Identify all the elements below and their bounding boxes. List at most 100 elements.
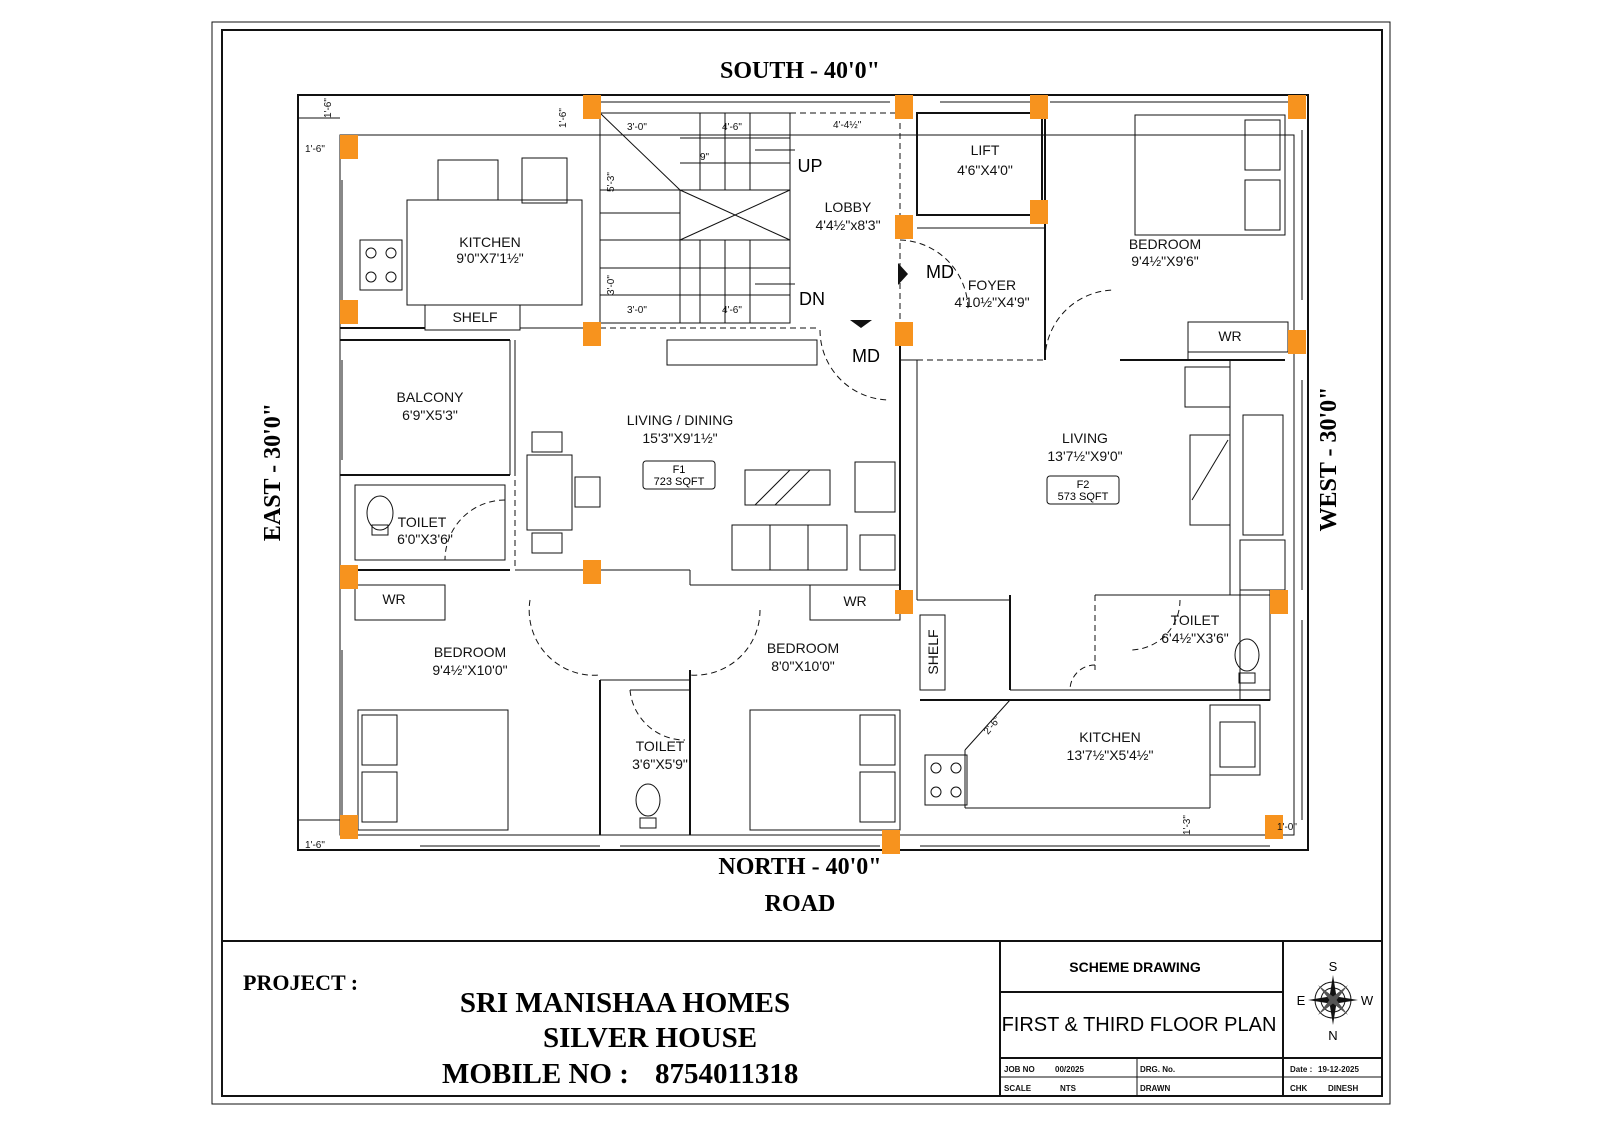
kitchen2-name: KITCHEN xyxy=(1079,729,1140,745)
dn-label: DN xyxy=(799,289,825,309)
date-value: 19-12-2025 xyxy=(1318,1065,1359,1074)
column-13 xyxy=(340,565,358,589)
column-3 xyxy=(1030,95,1048,119)
column-9 xyxy=(1288,330,1306,354)
column-7 xyxy=(895,215,913,239)
column-17 xyxy=(882,830,900,854)
compass-w: W xyxy=(1361,993,1374,1008)
column-8 xyxy=(1030,200,1048,224)
md-label-1: MD xyxy=(926,262,954,282)
balcony-size: 6'9"X5'3" xyxy=(402,407,458,423)
column-15 xyxy=(1270,590,1288,614)
drawing-title: FIRST & THIRD FLOOR PLAN xyxy=(1002,1014,1277,1036)
dim-5-3: 5'-3" xyxy=(606,172,617,192)
living-dining-name: LIVING / DINING xyxy=(627,412,734,428)
north-label: NORTH - 40'0" xyxy=(718,854,881,880)
flat-f1-area: 723 SQFT xyxy=(654,476,705,488)
mobile-number: 8754011318 xyxy=(655,1058,798,1090)
compass-icon: S N E W xyxy=(1297,959,1374,1043)
sofa-2-icon xyxy=(1242,414,1284,536)
md-label-2: MD xyxy=(852,346,880,366)
kitchen2-size: 13'7½"X5'4½" xyxy=(1067,747,1154,763)
project-name: SRI MANISHAA HOMES xyxy=(460,987,790,1019)
dim-4-6-a: 4'-6" xyxy=(722,122,742,133)
toilet3-size: 6'4½"X3'6" xyxy=(1161,630,1228,646)
fridge-icon xyxy=(521,157,568,204)
title-block: PROJECT : SRI MANISHAA HOMES SILVER HOUS… xyxy=(243,941,1382,1096)
lobby-size: 4'4½"x8'3" xyxy=(815,217,880,233)
compass-e: E xyxy=(1297,993,1306,1008)
lobby-name: LOBBY xyxy=(825,199,872,215)
flat-f2-badge xyxy=(1046,475,1120,505)
toilet-icon xyxy=(366,495,394,531)
toilet3-name: TOILET xyxy=(1171,612,1220,628)
south-label: SOUTH - 40'0" xyxy=(720,58,880,84)
date-label: Date : xyxy=(1290,1065,1312,1074)
column-2 xyxy=(895,95,913,119)
sofa-icon xyxy=(731,524,848,571)
toilet1-name: TOILET xyxy=(398,514,447,530)
interior-walls xyxy=(340,112,1289,835)
bed-icon xyxy=(1134,114,1286,236)
balcony-name: BALCONY xyxy=(397,389,465,405)
project-label: PROJECT : xyxy=(243,970,358,995)
column-12 xyxy=(583,560,601,584)
rug-icon xyxy=(744,469,831,506)
column-6 xyxy=(583,322,601,346)
column-5 xyxy=(340,135,358,159)
dim-9: 9" xyxy=(700,152,710,163)
foyer-name: FOYER xyxy=(968,277,1016,293)
living2-name: LIVING xyxy=(1062,430,1108,446)
flat-badges: F1 723 SQFT F2 573 SQFT xyxy=(642,460,1120,505)
stove-icon xyxy=(359,239,403,291)
shelf-2-label: SHELF xyxy=(925,629,941,674)
scale-label: SCALE xyxy=(1004,1084,1032,1093)
kitchen1-size: 9'0"X7'1½" xyxy=(456,250,523,266)
drawn-label: DRAWN xyxy=(1140,1084,1170,1093)
column-11 xyxy=(895,322,913,346)
dim-3-0-a: 3'-0" xyxy=(627,122,647,133)
bedroom2-name: BEDROOM xyxy=(434,644,506,660)
bedroom2-size: 9'4½"X10'0" xyxy=(432,662,507,678)
shelf-label: SHELF xyxy=(452,309,497,325)
drg-no-label: DRG. No. xyxy=(1140,1065,1175,1074)
outer-border xyxy=(211,21,1391,1105)
chk-value: DINESH xyxy=(1328,1084,1358,1093)
toilet-2-icon xyxy=(635,783,661,817)
tv-unit-icon xyxy=(1189,434,1231,526)
furniture xyxy=(357,114,1286,831)
east-label: EAST - 30'0" xyxy=(260,403,286,541)
dim-4-6-b: 4'-6" xyxy=(722,305,742,316)
toilet1-size: 6'0"X3'6" xyxy=(397,531,453,547)
dim-1-6-b: 1'-6" xyxy=(558,108,569,128)
job-no-label: JOB NO xyxy=(1004,1065,1035,1074)
foyer-size: 4'10½"X4'9" xyxy=(954,294,1029,310)
lift-size: 4'6"X4'0" xyxy=(957,162,1013,178)
dim-1-0: 1'-0" xyxy=(1277,822,1297,833)
wr-label-1: WR xyxy=(1218,328,1241,344)
flat-f2-area: 573 SQFT xyxy=(1058,491,1109,503)
dim-1-6-d: 1'-6" xyxy=(305,840,325,851)
column-18 xyxy=(1265,815,1283,839)
dining-table-icon xyxy=(526,454,573,531)
up-label: UP xyxy=(797,156,822,176)
outer-walls xyxy=(297,94,1309,851)
bed-3-icon xyxy=(749,709,901,831)
scale-value: NTS xyxy=(1060,1084,1077,1093)
chk-label: CHK xyxy=(1290,1084,1308,1093)
dim-2-6: 2'-6" xyxy=(982,714,1004,737)
main-door-arrow-2-icon xyxy=(850,320,872,328)
wr-label-3: WR xyxy=(843,593,866,609)
lift-name: LIFT xyxy=(971,142,1000,158)
armchair-icon xyxy=(854,461,896,513)
column-4 xyxy=(1288,95,1306,119)
room-labels: KITCHEN 9'0"X7'1½" LOBBY 4'4½"x8'3" LIFT… xyxy=(397,142,1229,772)
column-16 xyxy=(340,815,358,839)
sink-2-icon xyxy=(1219,721,1256,768)
mobile-label: MOBILE NO : xyxy=(442,1058,629,1090)
bedroom1-size: 9'4½"X9'6" xyxy=(1131,253,1198,269)
inner-border xyxy=(221,29,1383,1097)
living2-size: 13'7½"X9'0" xyxy=(1047,448,1122,464)
